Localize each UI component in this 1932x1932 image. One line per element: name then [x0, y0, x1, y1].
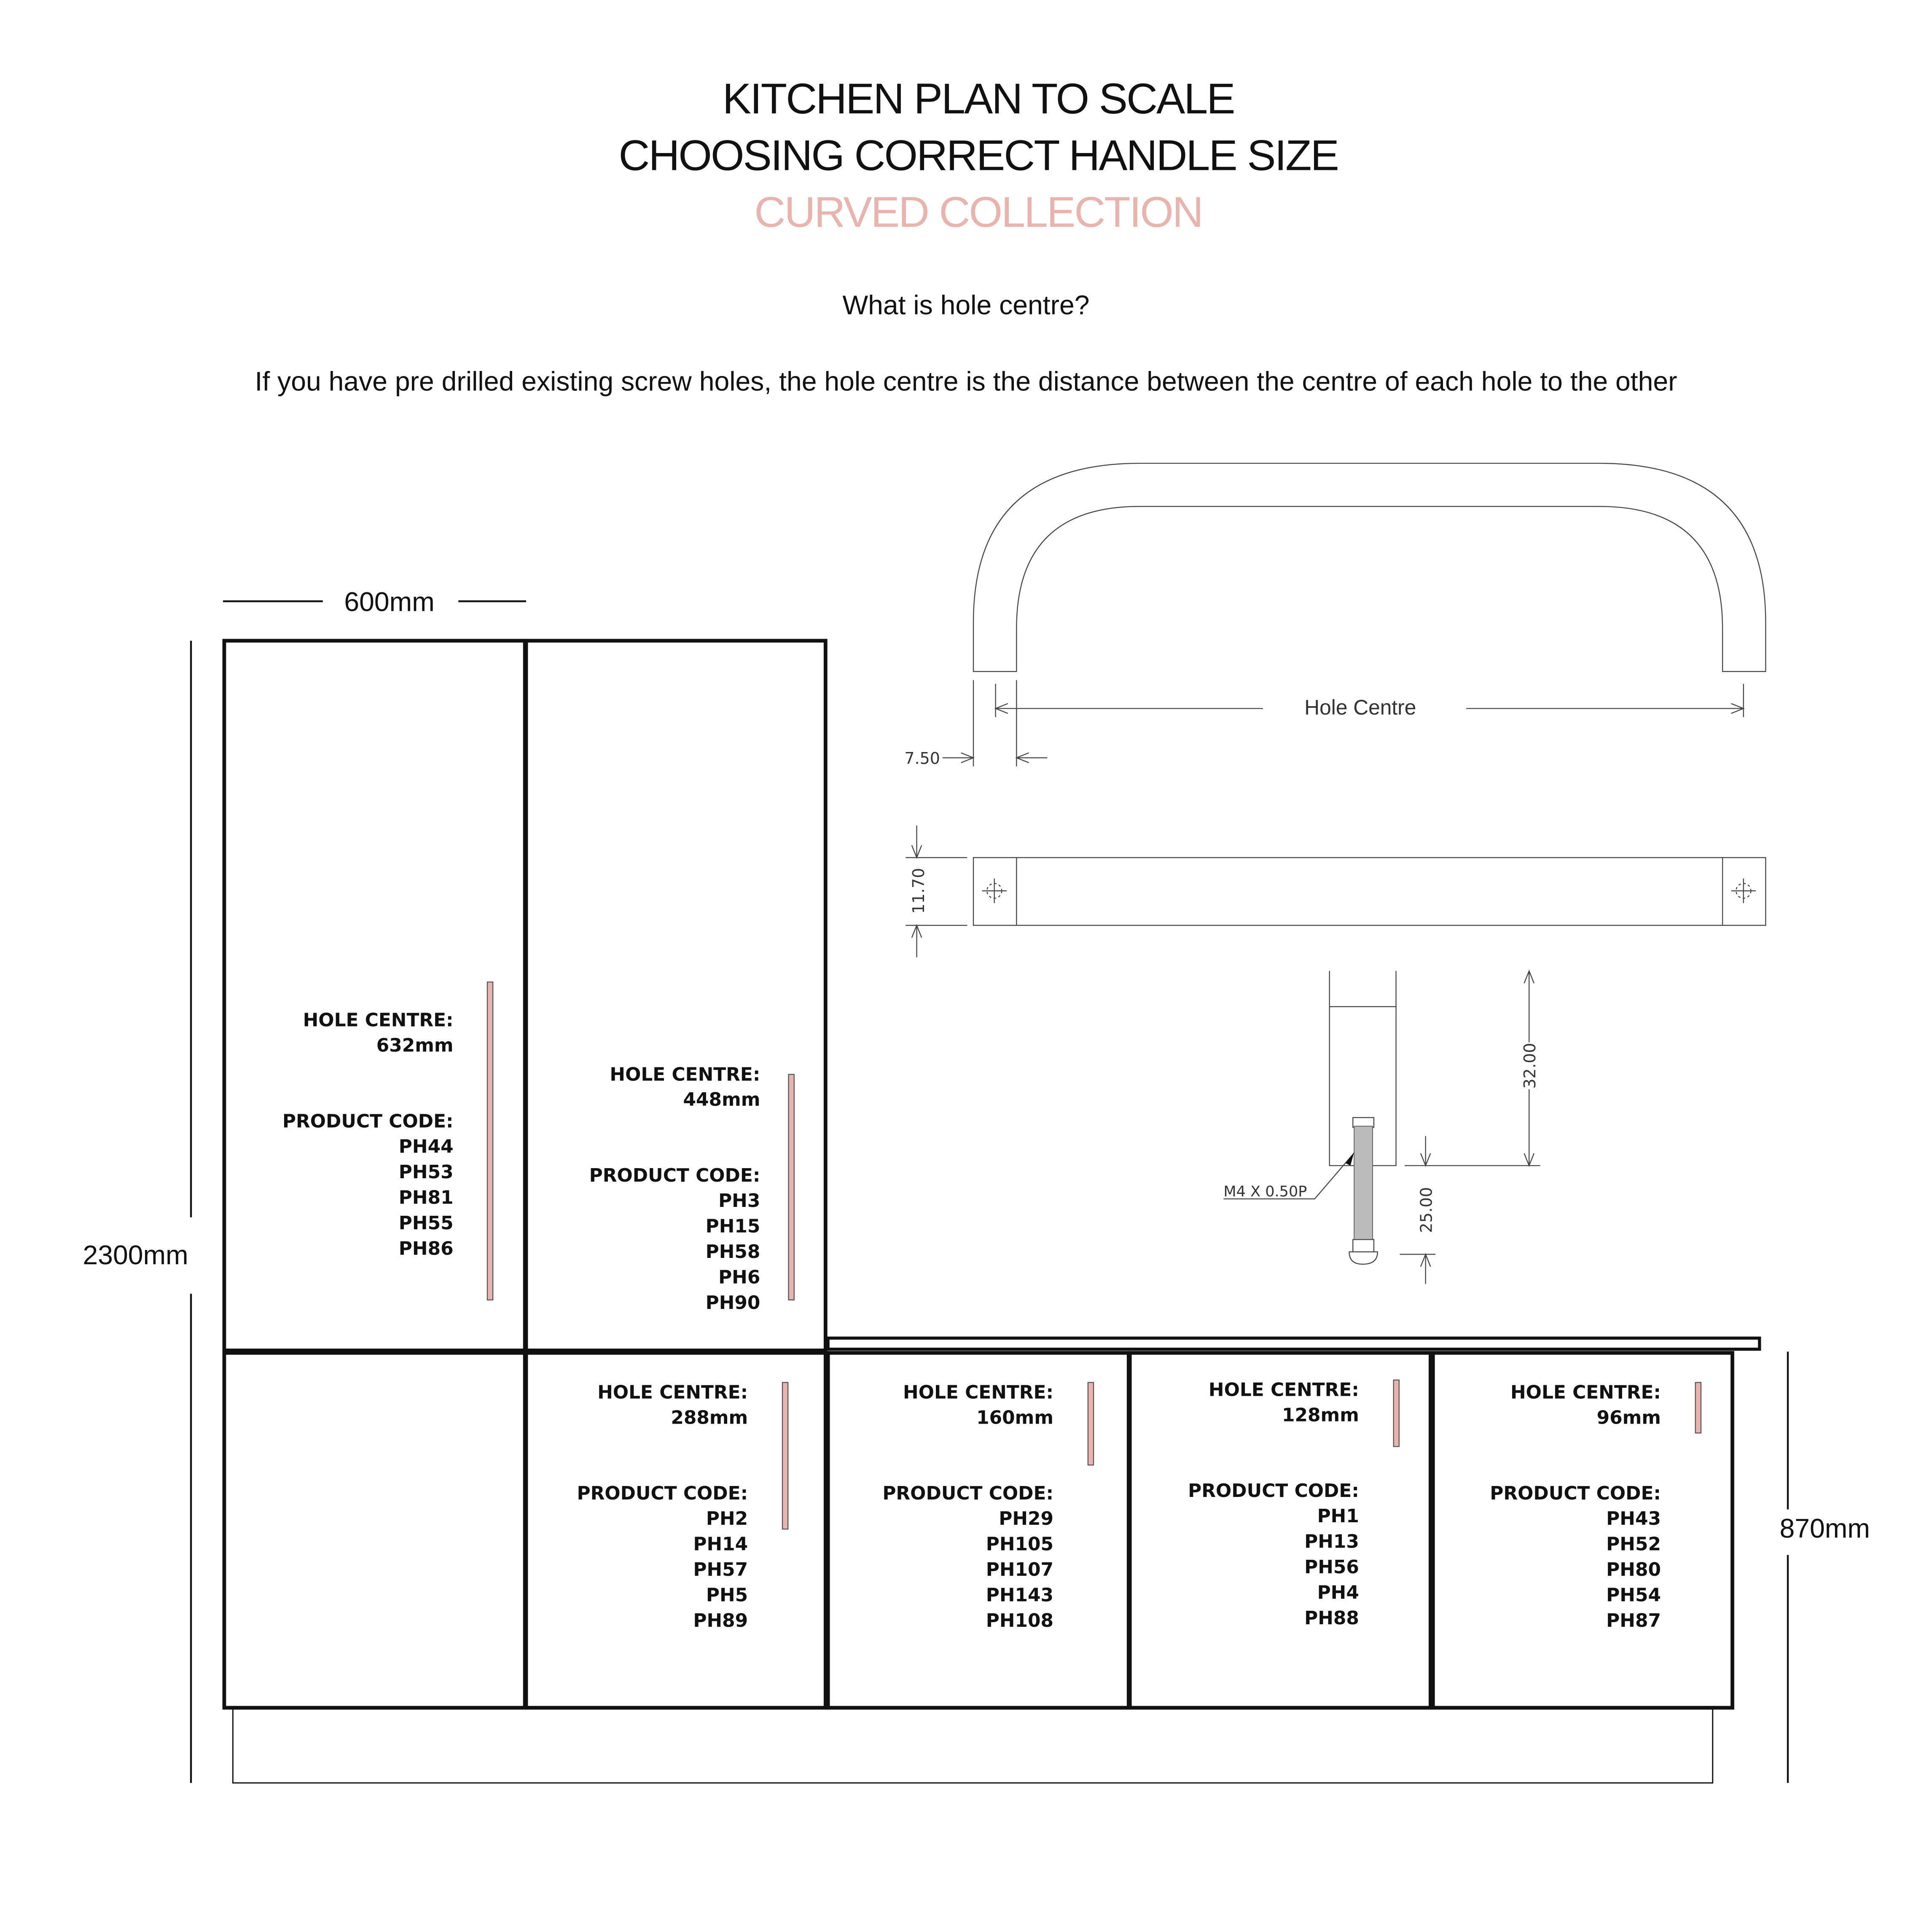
- product-code: PH52: [1606, 1534, 1661, 1555]
- tall-cabinet-left: [222, 639, 527, 1352]
- product-code: PH53: [399, 1161, 454, 1183]
- product-code: PH6: [718, 1266, 760, 1288]
- hole-centre-label: HOLE CENTRE:: [610, 1064, 760, 1085]
- hole-centre-value: 288mm: [671, 1407, 748, 1428]
- product-code: PH13: [1304, 1531, 1359, 1553]
- product-code: PH57: [693, 1559, 748, 1580]
- handle-top-view: 11.70: [906, 825, 1766, 958]
- countertop: [826, 1336, 1761, 1351]
- product-code-label: PRODUCT CODE:: [577, 1483, 748, 1504]
- product-code-label: PRODUCT CODE:: [1490, 1483, 1661, 1504]
- product-code-label: PRODUCT CODE:: [882, 1483, 1053, 1504]
- product-code: PH44: [399, 1136, 454, 1157]
- hole-centre-label: HOLE CENTRE:: [597, 1381, 748, 1403]
- hole-centre-value: 632mm: [376, 1035, 454, 1056]
- product-code: PH4: [1317, 1582, 1359, 1604]
- product-code: PH2: [706, 1508, 748, 1529]
- handle-side-view: Hole Centre 7.50: [904, 462, 1766, 768]
- handle-448mm: [788, 1074, 795, 1301]
- base-cabinet: [222, 1351, 527, 1710]
- question-text: What is hole centre?: [842, 290, 1089, 320]
- screw-hole-icon: [982, 878, 1007, 903]
- base-height-dimension: 870mm: [1780, 1513, 1870, 1544]
- product-code: PH80: [1606, 1559, 1661, 1580]
- hole-centre-label: HOLE CENTRE:: [1510, 1381, 1661, 1403]
- product-code: PH54: [1606, 1585, 1661, 1606]
- product-code: PH90: [706, 1292, 760, 1314]
- handle-96mm: [1695, 1382, 1702, 1434]
- product-code: PH86: [399, 1238, 454, 1259]
- screw-thread: [1354, 1126, 1373, 1240]
- product-code: PH3: [718, 1190, 760, 1212]
- width-dimension: 600mm: [344, 587, 434, 617]
- base-cabinet: [1128, 1351, 1432, 1710]
- explanation-text: If you have pre drilled existing screw h…: [255, 366, 1677, 397]
- hole-centre-label: HOLE CENTRE:: [903, 1381, 1053, 1403]
- handle-128mm: [1393, 1379, 1400, 1447]
- product-code: PH143: [986, 1585, 1053, 1606]
- hole-centre-value: 448mm: [683, 1089, 760, 1110]
- hole-centre-value: 128mm: [1282, 1404, 1359, 1426]
- product-code: PH107: [986, 1559, 1053, 1580]
- hole-centre-label: HOLE CENTRE:: [1209, 1379, 1359, 1401]
- product-code: PH29: [999, 1508, 1053, 1529]
- collection-title: CURVED COLLECTION: [755, 188, 1202, 236]
- offset-dimension: 7.50: [904, 749, 940, 768]
- product-code: PH5: [706, 1585, 748, 1606]
- product-code: PH14: [693, 1534, 748, 1555]
- hole-centre-value: 96mm: [1597, 1407, 1661, 1428]
- product-code: PH105: [986, 1534, 1053, 1555]
- handle-288mm: [782, 1382, 789, 1530]
- product-code-label: PRODUCT CODE:: [589, 1165, 760, 1186]
- post-height-dimension: 32.00: [1521, 1043, 1539, 1089]
- screw-length-dimension: 25.00: [1417, 1187, 1435, 1233]
- total-height-dimension: 2300mm: [83, 1240, 188, 1270]
- hole-centre-dimension: Hole Centre: [1304, 696, 1416, 719]
- product-code: PH55: [399, 1212, 454, 1234]
- title-line2: CHOOSING CORRECT HANDLE SIZE: [619, 131, 1338, 179]
- product-code: PH15: [706, 1215, 760, 1237]
- screw-detail: 32.00 25.00 M4 X 0.50P: [1223, 970, 1540, 1284]
- base-cabinet: [826, 1351, 1131, 1710]
- product-code: PH56: [1304, 1556, 1359, 1578]
- screw-hole-icon: [1731, 878, 1756, 903]
- product-code: PH89: [693, 1610, 748, 1631]
- handle-160mm: [1087, 1382, 1094, 1466]
- hole-centre-label: HOLE CENTRE:: [303, 1010, 454, 1031]
- product-code: PH1: [1317, 1505, 1359, 1527]
- screw-spec: M4 X 0.50P: [1223, 1183, 1307, 1200]
- cabinets: [222, 639, 1761, 1784]
- product-code: PH87: [1606, 1610, 1661, 1631]
- product-code-label: PRODUCT CODE:: [1188, 1480, 1359, 1502]
- thickness-dimension: 11.70: [909, 868, 928, 914]
- product-code: PH81: [399, 1187, 454, 1208]
- product-code: PH88: [1304, 1607, 1359, 1629]
- base-cabinet: [1431, 1351, 1734, 1710]
- handle-632mm: [486, 981, 494, 1301]
- base-cabinet: [524, 1351, 828, 1710]
- product-code: PH43: [1606, 1508, 1661, 1529]
- tall-cabinet-right: [524, 639, 828, 1352]
- title-line1: KITCHEN PLAN TO SCALE: [723, 74, 1234, 123]
- product-code: PH108: [986, 1610, 1053, 1631]
- product-code-label: PRODUCT CODE:: [282, 1110, 454, 1132]
- hole-centre-value: 160mm: [976, 1407, 1053, 1428]
- plinth: [232, 1708, 1714, 1784]
- product-code: PH58: [706, 1241, 760, 1263]
